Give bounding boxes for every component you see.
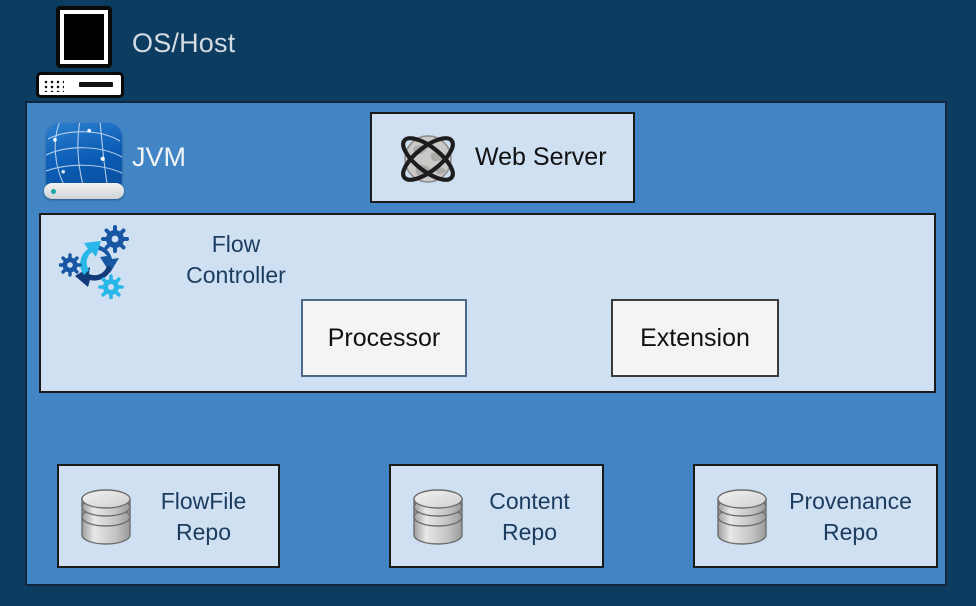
globe-orbit-icon	[401, 135, 455, 183]
jvm-container: JVM Web Server	[25, 101, 947, 586]
flowfile-repo-box[interactable]: FlowFile Repo	[57, 464, 280, 568]
flowfile-repo-label-line1: FlowFile	[160, 488, 247, 514]
computer-monitor-icon	[36, 6, 124, 98]
drive-slot	[79, 82, 113, 87]
computer-base	[36, 72, 124, 98]
content-repo-box[interactable]: Content Repo	[389, 464, 604, 568]
web-server-box[interactable]: Web Server	[370, 112, 635, 203]
status-led-icon	[51, 189, 56, 194]
os-host-group: OS/Host	[36, 6, 468, 98]
provenance-repo-label: Provenance Repo	[775, 486, 926, 548]
jvm-label: JVM	[132, 142, 186, 172]
flow-controller-label-line2: Controller	[186, 262, 286, 288]
flowfile-repo-label: FlowFile Repo	[139, 486, 268, 548]
jvm-icon-base	[44, 183, 124, 199]
database-cylinder-icon	[81, 489, 131, 545]
os-host-label: OS/Host	[132, 28, 236, 58]
flow-controller-label-line1: Flow	[211, 231, 261, 257]
flowfile-repo-label-line2: Repo	[176, 519, 231, 545]
web-server-label: Web Server	[475, 143, 607, 171]
content-repo-label: Content Repo	[467, 486, 592, 548]
content-repo-label-line1: Content	[489, 488, 570, 514]
monitor-bezel	[56, 6, 112, 68]
database-cylinder-icon	[413, 489, 463, 545]
processor-box[interactable]: Processor	[301, 299, 467, 377]
gears-cycle-icon	[59, 225, 129, 299]
jvm-network-appliance-icon	[42, 119, 126, 203]
flow-controller-panel: Flow Controller Processor Extension	[39, 213, 936, 393]
content-repo-label-line2: Repo	[502, 519, 557, 545]
jvm-mesh-lines	[46, 123, 122, 187]
keypad-dots-icon	[44, 80, 64, 92]
jvm-icon-body	[46, 123, 122, 187]
extension-box[interactable]: Extension	[611, 299, 779, 377]
provenance-repo-label-line1: Provenance	[789, 488, 912, 514]
monitor-screen	[64, 14, 104, 60]
database-cylinder-icon	[717, 489, 767, 545]
provenance-repo-box[interactable]: Provenance Repo	[693, 464, 938, 568]
provenance-repo-label-line2: Repo	[823, 519, 878, 545]
flow-controller-label: Flow Controller	[151, 229, 321, 291]
